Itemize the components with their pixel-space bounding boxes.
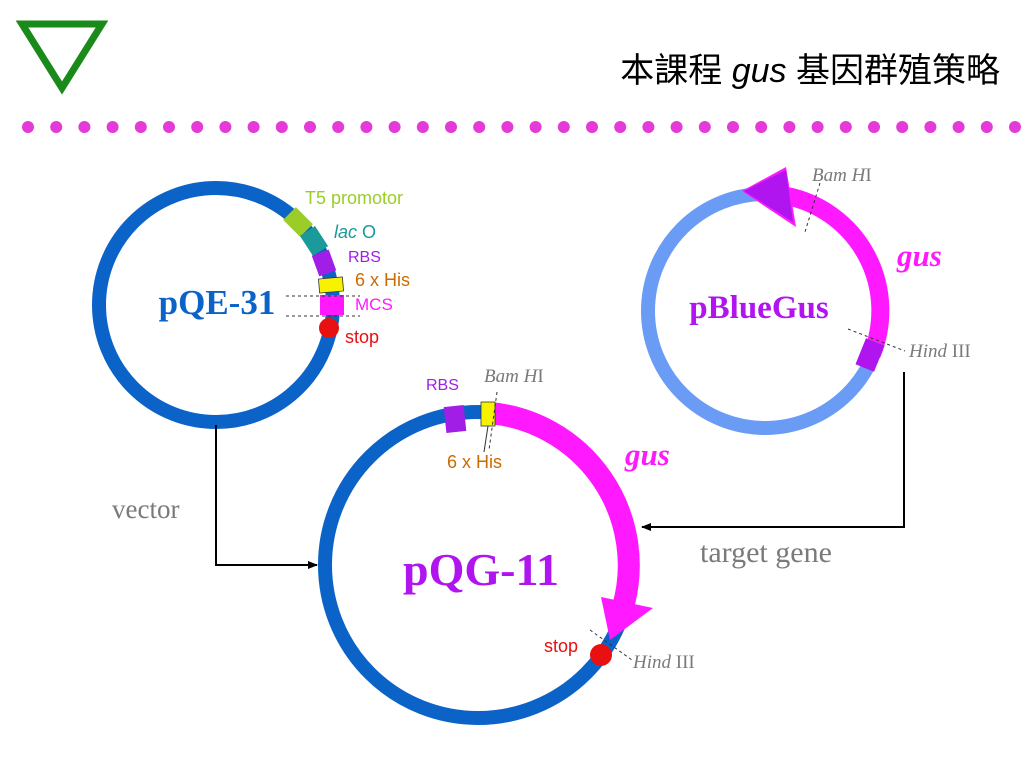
pbluegus-bam-italic: Bam H <box>812 165 867 186</box>
pqg11-his-leader <box>483 425 489 453</box>
divider-dot <box>134 121 147 133</box>
pqe31-t5-label: T5 promotor <box>305 188 403 208</box>
divider-dot <box>106 121 119 133</box>
target-gene-label: target gene <box>700 536 832 569</box>
divider-dot <box>501 121 514 133</box>
divider-dot <box>698 121 711 133</box>
pqg11-stop-dot <box>590 644 612 666</box>
divider-dot <box>642 121 655 133</box>
pbluegus-gus-arc <box>785 187 890 358</box>
pqg11-bam-label: Bam HI <box>484 366 544 387</box>
divider-dot <box>191 121 204 133</box>
pqe31-laco-label: lac O <box>334 222 376 242</box>
divider-dot <box>332 121 345 133</box>
divider-dot <box>78 121 91 133</box>
pbluegus-hind-italic: Hind <box>908 341 948 362</box>
pbluegus-name: pBlueGus <box>689 290 829 326</box>
plasmid-pbluegus: pBlueGus gus Bam HI Hind III <box>641 165 971 435</box>
divider-dot <box>557 121 570 133</box>
title-suffix: 基因群殖策略 <box>796 52 1000 90</box>
divider-dot <box>163 121 175 133</box>
divider-dot <box>614 121 627 133</box>
pqe31-mcs-block <box>320 295 344 315</box>
pqe31-name: pQE-31 <box>159 283 276 322</box>
divider-dot <box>1009 121 1021 133</box>
divider-dot <box>924 121 937 133</box>
title-gene: gus <box>732 52 787 90</box>
pbluegus-gus-label: gus <box>896 238 942 273</box>
pqg11-his-label: 6 x His <box>447 452 502 472</box>
title-prefix: 本課程 <box>620 52 722 90</box>
divider-dot <box>586 121 598 133</box>
pbluegus-hind-rest: III <box>947 341 971 362</box>
pqg11-hind-marker <box>589 629 633 661</box>
divider-dot <box>219 121 232 133</box>
pqe31-rbs-block <box>311 249 337 277</box>
slide-triangle-icon <box>15 20 109 95</box>
pqe31-his-block <box>318 276 344 294</box>
pbluegus-hind-block <box>855 338 885 372</box>
divider-dot <box>473 121 486 133</box>
divider-dot <box>868 121 880 133</box>
pqg11-gus-label: gus <box>624 437 670 472</box>
vector-label: vector <box>112 494 179 524</box>
pqg11-bam-rest: I <box>537 366 543 387</box>
divider-dot <box>783 121 796 133</box>
divider-dot <box>275 121 288 133</box>
divider-dot <box>811 121 824 133</box>
vector-connector-arrow <box>215 425 318 569</box>
divider-dot <box>727 121 739 133</box>
slide-title: 本課程 gus 基因群殖策略 <box>620 52 1000 90</box>
divider-dot <box>360 121 373 133</box>
pqg11-gus-arc <box>488 402 640 610</box>
pbluegus-hind-label: Hind III <box>908 341 971 362</box>
divider-dot <box>952 121 965 133</box>
pqe31-mcs-label: MCS <box>355 295 393 314</box>
divider-dot <box>445 121 457 133</box>
pqg11-bam-italic: Bam H <box>484 366 539 387</box>
pqg11-hind-label: Hind III <box>632 652 695 673</box>
pqe31-rbs-label: RBS <box>348 249 381 266</box>
divider-dot <box>304 121 316 133</box>
divider-dot <box>416 121 429 133</box>
pqe31-t5-block <box>283 207 313 237</box>
pqg11-rbs-label: RBS <box>426 377 459 394</box>
pqg11-hind-italic: Hind <box>632 652 672 673</box>
divider-dot <box>388 121 401 133</box>
pqg11-hind-rest: III <box>671 652 695 673</box>
pbluegus-bam-label: Bam HI <box>812 165 872 186</box>
plasmid-pqg11: pQG-11 RBS Bam HI 6 x His gus stop Hind … <box>318 366 695 725</box>
divider-dot <box>22 121 34 133</box>
pqe31-lac-italic: lac <box>334 222 357 242</box>
divider-dot <box>670 121 683 133</box>
divider-dot <box>755 121 768 133</box>
pbluegus-bam-rest: I <box>865 165 871 186</box>
pqe31-laco-block <box>299 226 329 256</box>
pqe31-stop-label: stop <box>345 327 379 347</box>
divider-dot <box>50 121 63 133</box>
pqe31-lac-rest: O <box>357 222 376 242</box>
pbluegus-arrowhead-purple <box>744 170 793 222</box>
divider-dot <box>529 121 542 133</box>
divider-dot <box>896 121 909 133</box>
pbluegus-bam-marker <box>804 182 821 233</box>
divider-dot <box>247 121 260 133</box>
pqg11-bam-marker <box>488 391 498 451</box>
pqg11-stop-label: stop <box>544 636 578 656</box>
pqg11-name: pQG-11 <box>403 544 559 595</box>
divider-dot <box>839 121 852 133</box>
plasmid-pqe31: pQE-31 T5 promotor lac O RBS 6 x His MCS… <box>92 181 410 429</box>
pqg11-rbs-block <box>443 405 467 433</box>
pbluegus-hind-marker <box>847 328 906 352</box>
divider-dot <box>980 121 993 133</box>
dotted-divider <box>22 121 1021 133</box>
pqe31-stop-dot <box>319 318 339 338</box>
target-connector-arrow <box>641 372 905 531</box>
pqe31-his-label: 6 x His <box>355 270 410 290</box>
pqg11-gus-arrowhead <box>601 597 653 640</box>
